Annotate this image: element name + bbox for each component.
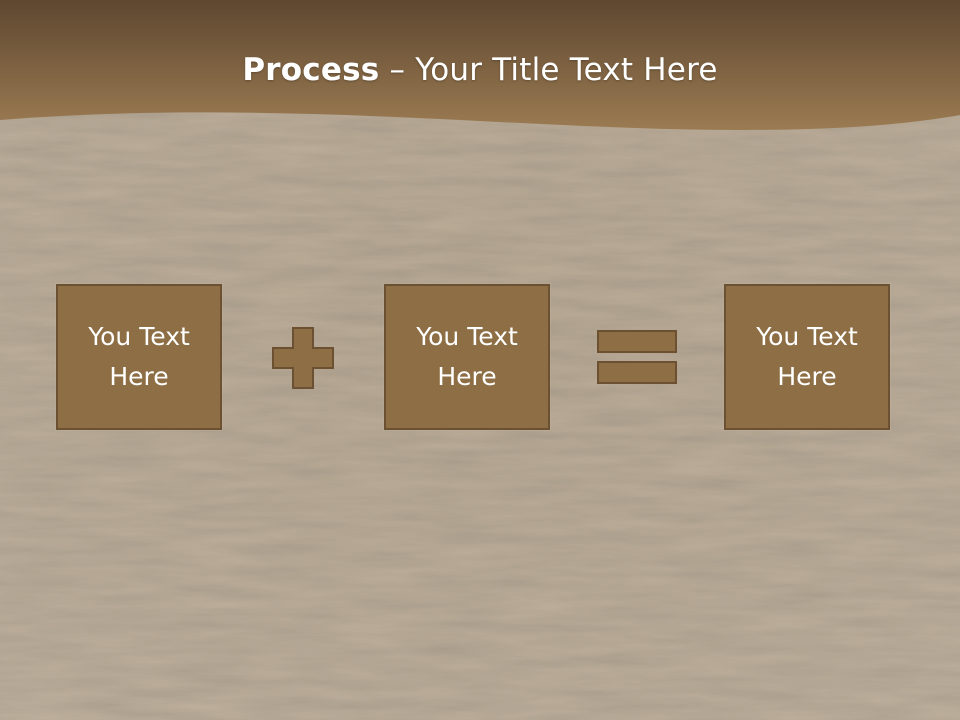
process-box-2[interactable]: You Text Here — [384, 284, 550, 430]
plus-icon — [272, 327, 334, 389]
process-box-3[interactable]: You Text Here — [724, 284, 890, 430]
equals-icon — [597, 330, 677, 384]
process-box-1-text: You Text Here — [88, 322, 190, 391]
title-bold-part: Process — [242, 52, 380, 88]
title-rest: Your Title Text Here — [415, 52, 718, 88]
title-dash: – — [379, 52, 416, 88]
process-box-1[interactable]: You Text Here — [56, 284, 222, 430]
process-box-3-text: You Text Here — [756, 322, 858, 391]
process-box-2-text: You Text Here — [416, 322, 518, 391]
slide-title: Process – Your Title Text Here — [0, 52, 960, 88]
title-band — [0, 0, 960, 131]
